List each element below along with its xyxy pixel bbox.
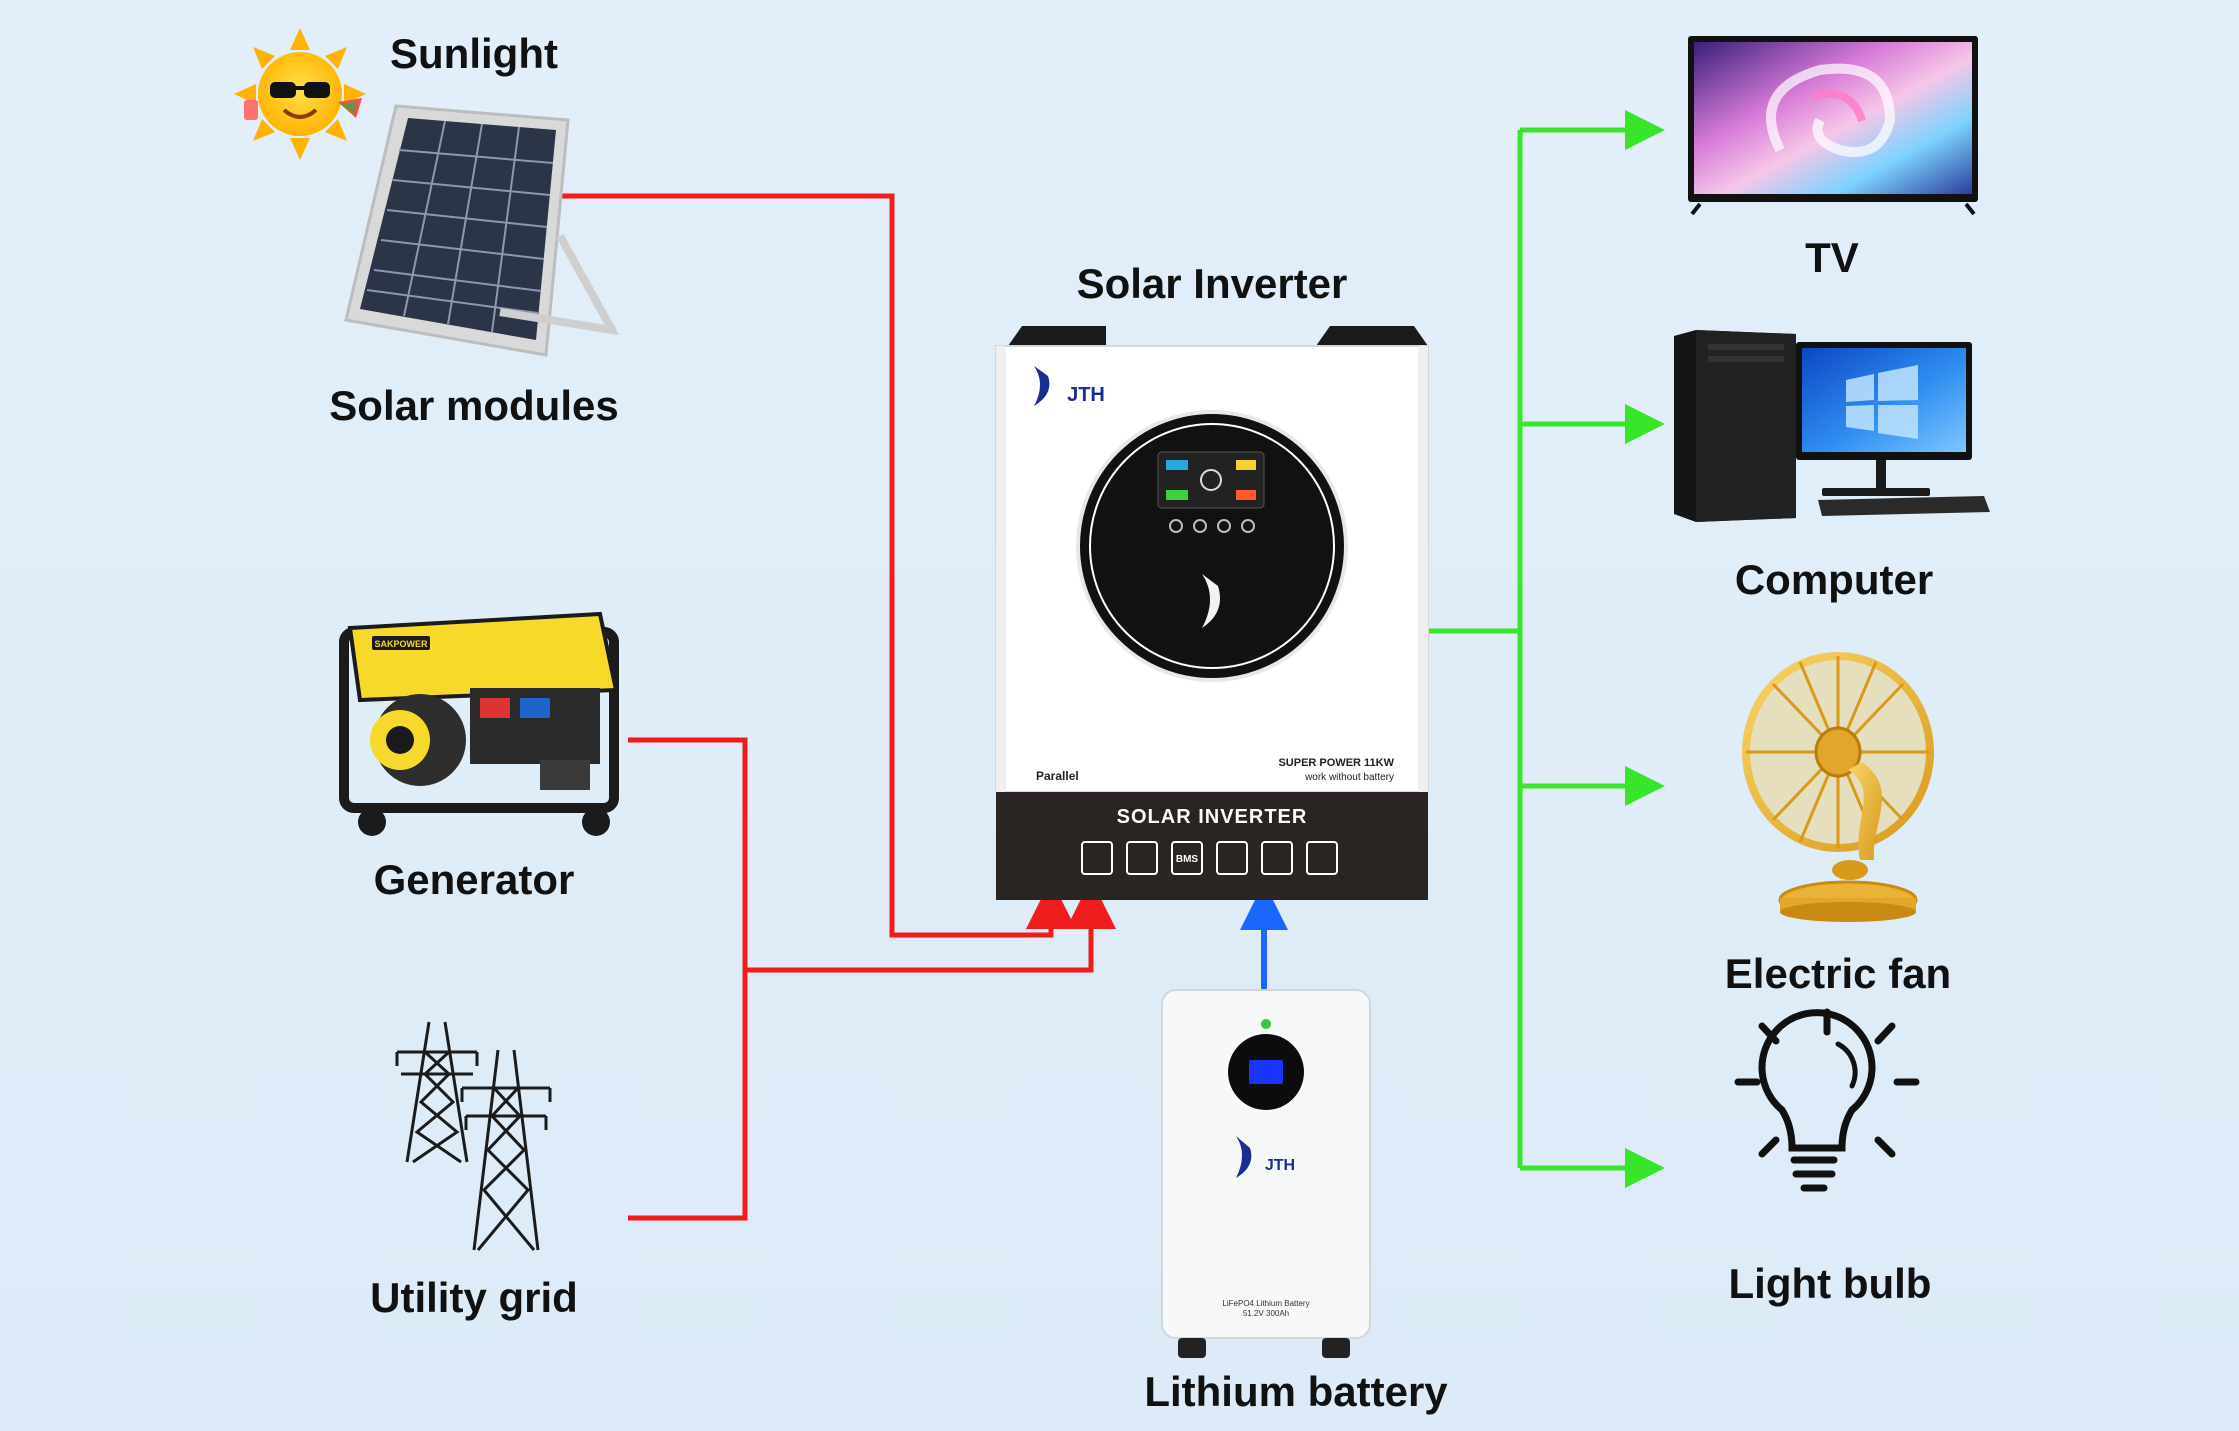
computer-icon [1674,330,1990,522]
output-lines [1428,110,1665,1188]
inverter-brand: JTH [1067,384,1105,406]
battery-spec-line1: LiFePO4 Lithium Battery [1222,1299,1309,1308]
inverter-bms-label: BMS [1176,854,1199,865]
battery-brand: JTH [1265,1157,1295,1174]
fan-icon [1742,652,1934,922]
generator-line [628,737,748,1221]
solar-modules-label: Solar modules [329,382,618,429]
inverter-band-title: SOLAR INVERTER [1117,806,1308,828]
transmission-tower-icon [395,1021,552,1251]
inverter-parallel-label: Parallel [1036,769,1079,783]
battery-spec-line2: 51.2V 300Ah [1243,1309,1289,1318]
electric-fan-label: Electric fan [1725,950,1951,997]
tv-icon [1688,36,1978,216]
solar-inverter-label: Solar Inverter [1077,260,1348,307]
generator-badge: SAKPOWER [374,639,428,649]
sun-icon [234,28,366,160]
lithium-battery-label: Lithium battery [1144,1368,1448,1415]
generator-label: Generator [374,856,575,903]
inverter-power-sublabel: work without battery [1304,772,1394,783]
sunlight-label: Sunlight [390,30,558,77]
input-lines [552,193,1116,1221]
solar-to-inverter-line [552,193,1076,938]
generator-icon: SAKPOWER [339,611,619,836]
light-bulb-label: Light bulb [1729,1260,1932,1307]
solar-panel-icon [344,104,620,357]
utility-grid-label: Utility grid [370,1274,578,1321]
tv-label: TV [1805,234,1859,281]
computer-label: Computer [1735,556,1933,603]
generator-grid-to-inverter-line [745,879,1116,973]
battery-icon: JTH LiFePO4 Lithium Battery 51.2V 300Ah [1161,989,1371,1358]
light-bulb-icon [1734,1008,1920,1192]
inverter-icon: JTH Parallel SUPER POWER 11KW work witho… [995,326,1429,900]
inverter-power-label: SUPER POWER 11KW [1278,757,1394,769]
